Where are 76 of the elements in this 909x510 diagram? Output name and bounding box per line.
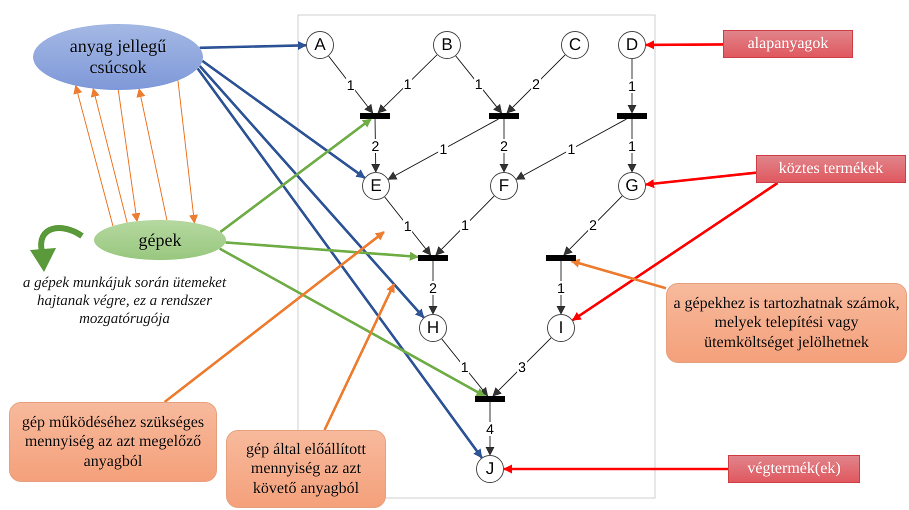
state-circle: A	[306, 31, 334, 59]
callout-box: gép által előállított mennyiség az azt követő anyagból	[226, 430, 386, 508]
arrow	[225, 241, 419, 261]
arrow	[177, 80, 198, 224]
arrow	[503, 464, 728, 474]
arrow	[441, 338, 488, 397]
arrow	[384, 196, 432, 256]
arrow	[73, 84, 114, 226]
arrow	[516, 118, 628, 180]
arrow	[645, 171, 756, 188]
edge-label: 2	[499, 138, 509, 152]
machine-bar	[360, 113, 390, 119]
edge-label: 2	[531, 76, 541, 91]
edge-label: 2	[428, 280, 438, 294]
arrow	[486, 402, 494, 456]
arrow	[328, 56, 374, 114]
edge-label: 1	[346, 78, 356, 92]
edge-label: 1	[402, 218, 413, 233]
edge-label: 1	[566, 142, 576, 156]
callout-box: a gépekhez is tartozhatnak számok, melyek telepítési vagy ütemköltséget jelölhetnek	[666, 283, 907, 363]
note-text: a gépek munkájuk során ütemeket hajtanak végre, ez a rendszer mozgatórugója	[22, 274, 227, 328]
arrow	[202, 60, 366, 179]
edge-label: 1	[402, 76, 412, 91]
arrow	[428, 260, 438, 315]
arrow	[377, 54, 438, 114]
callout-box: végtermék(ek)	[728, 455, 860, 483]
state-circle: I	[547, 314, 575, 342]
arrow	[572, 182, 778, 322]
arrow	[455, 55, 502, 114]
edge-label: 1	[460, 218, 470, 232]
state-circle: G	[618, 172, 646, 200]
edge-label: 3	[517, 360, 527, 374]
state-circle: E	[362, 172, 390, 200]
state-circle: H	[419, 314, 447, 342]
callout-box: köztes termékek	[756, 155, 906, 183]
arrow	[196, 68, 483, 458]
machine-bar	[617, 113, 647, 119]
arrow	[500, 118, 508, 173]
edge-label: 1	[556, 280, 566, 294]
machine-bar	[418, 255, 448, 261]
arrow	[90, 88, 128, 224]
leader-arrow	[323, 283, 396, 431]
edge-label: 1	[627, 79, 637, 93]
machine-bar	[475, 396, 505, 402]
state-circle: D	[618, 31, 646, 59]
arrow	[198, 65, 425, 318]
edge-label: 1	[438, 142, 448, 156]
callout-box: alapanyagok	[723, 30, 853, 58]
edge-label: 1	[627, 138, 637, 152]
edge-label: 4	[485, 422, 495, 436]
arrow	[200, 41, 307, 50]
category-ellipse: gépek	[94, 220, 226, 260]
edge-label: 2	[588, 218, 598, 232]
arrow	[506, 54, 566, 114]
arrow	[570, 258, 666, 290]
arrow	[388, 118, 500, 180]
state-circle: C	[561, 31, 589, 59]
edge-label: 1	[474, 77, 484, 92]
category-ellipse: anyag jellegű csúcsok	[33, 24, 203, 90]
arrow	[492, 337, 552, 397]
state-circle: B	[433, 31, 461, 59]
leader-arrow	[164, 230, 385, 404]
edge-label: 1	[460, 360, 470, 374]
arrow	[645, 40, 723, 50]
edge-label: 2	[370, 138, 380, 152]
machine-bar	[489, 113, 519, 119]
arrow	[219, 247, 486, 398]
machine-bar	[546, 255, 576, 261]
arrow	[371, 118, 380, 173]
arrow	[220, 118, 372, 233]
arrow	[136, 88, 168, 221]
callout-box: gép működéséhez szükséges mennyiség az azt megelőző anyagból	[9, 402, 217, 482]
arrow	[118, 90, 140, 222]
state-circle: J	[476, 455, 504, 483]
arrow	[435, 195, 495, 256]
state-circle: F	[490, 172, 518, 200]
